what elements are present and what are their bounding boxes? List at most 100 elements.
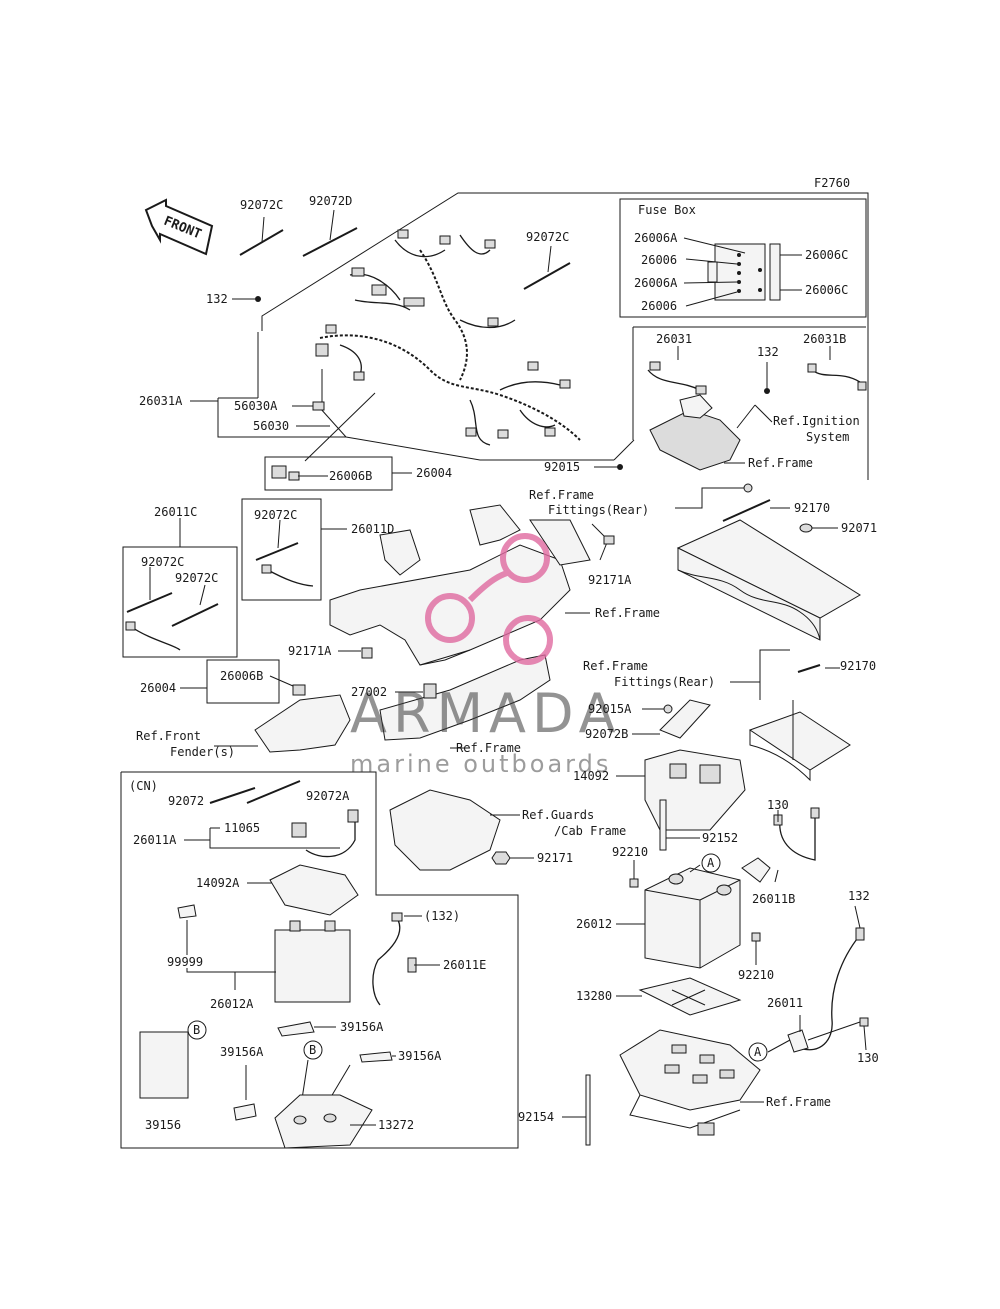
callout-132-a: 132 <box>206 292 228 306</box>
callout-92072A: 92072A <box>306 789 350 803</box>
callout-39156A-a: 39156A <box>340 1020 384 1034</box>
callout-99999: 99999 <box>167 955 203 969</box>
callout-92071: 92071 <box>841 521 877 535</box>
callout-132-paren: (132) <box>424 909 460 923</box>
rod-92152 <box>659 799 700 851</box>
ref-frame-fittings-1a: Ref.Frame <box>529 488 594 502</box>
circle-a-label-2: A <box>754 1045 762 1059</box>
callout-27002: 27002 <box>351 685 387 699</box>
callout-26011: 26011 <box>767 996 803 1010</box>
callout-92170-b: 92170 <box>840 659 876 673</box>
front-fender <box>214 694 351 753</box>
cable-26011 <box>748 905 869 1062</box>
callout-26011E: 26011E <box>443 958 486 972</box>
rear-fittings-top <box>675 483 861 641</box>
cable-26011B <box>741 807 820 883</box>
callout-92171: 92171 <box>537 851 573 865</box>
callout-39156: 39156 <box>145 1118 181 1132</box>
callout-92072: 92072 <box>168 794 204 808</box>
ref-ignition-line1: Ref.Ignition <box>773 414 860 428</box>
watermark-logo-icon <box>425 533 553 665</box>
callout-26012: 26012 <box>576 917 612 931</box>
ref-front-fender-line1: Ref.Front <box>136 729 201 743</box>
fuse-box: Fuse Box 26006A 26006 26006A 26006 26006… <box>619 198 867 318</box>
ref-frame-fittings-2b: Fittings(Rear) <box>614 675 715 689</box>
callout-26011C: 26011C <box>154 505 197 519</box>
callout-132-b: 132 <box>757 345 779 359</box>
group-26011C <box>122 518 238 658</box>
tray-13280 <box>616 977 742 1016</box>
harness-outline <box>190 192 869 480</box>
battery-26012 <box>616 853 761 969</box>
callout-26004-b: 26004 <box>140 681 176 695</box>
ref-frame-fittings-2a: Ref.Frame <box>583 659 648 673</box>
group-26011D <box>241 498 347 601</box>
fuse-label-26006-a: 26006 <box>641 253 677 267</box>
figure-code: F2760 <box>814 176 850 190</box>
bracket-56030 <box>292 369 330 427</box>
fuse-label-26006A-a: 26006A <box>634 231 678 245</box>
ref-frame-d: Ref.Frame <box>766 1095 831 1109</box>
ref-guards-line1: Ref.Guards <box>522 808 594 822</box>
callout-92072C-d: 92072C <box>141 555 184 569</box>
battery-case-14092 <box>616 749 746 831</box>
callout-13280: 13280 <box>576 989 612 1003</box>
callout-92015A: 92015A <box>588 702 632 716</box>
callout-26031B: 26031B <box>803 332 846 346</box>
fuse-label-26006C-a: 26006C <box>805 248 848 262</box>
watermark-tagline: marine outboards <box>350 750 611 778</box>
callout-14092A: 14092A <box>196 876 240 890</box>
watermark-brand: ARMADA <box>350 682 622 745</box>
callout-11065: 11065 <box>224 821 260 835</box>
ref-frame-b: Ref.Frame <box>595 606 660 620</box>
callout-26031A: 26031A <box>139 394 183 408</box>
callout-56030A: 56030A <box>234 399 278 413</box>
callout-92154: 92154 <box>518 1110 554 1124</box>
callout-92015: 92015 <box>544 460 580 474</box>
callout-92072B: 92072B <box>585 727 628 741</box>
circle-b-label-1: B <box>193 1023 200 1037</box>
callout-56030: 56030 <box>253 419 289 433</box>
callout-92171A-b: 92171A <box>288 644 332 658</box>
guards-cab-frame <box>389 789 534 871</box>
ref-guards-line2: /Cab Frame <box>554 824 626 838</box>
callout-92210-b: 92210 <box>738 968 774 982</box>
ref-front-fender-line2: Fender(s) <box>170 745 235 759</box>
connector-group-26004-lower <box>180 659 306 704</box>
circle-a-label-1: A <box>707 856 715 870</box>
ref-frame-c: Ref.Frame <box>456 741 521 755</box>
callout-26012A: 26012A <box>210 997 254 1011</box>
callout-92152: 92152 <box>702 831 738 845</box>
cable-ties-top <box>232 209 571 302</box>
callout-26011D: 26011D <box>351 522 394 536</box>
callout-132-c: 132 <box>848 889 870 903</box>
callout-130-b: 130 <box>857 1051 879 1065</box>
callout-26004-a: 26004 <box>416 466 452 480</box>
fuse-label-26006C-b: 26006C <box>805 283 848 297</box>
callout-39156A-b: 39156A <box>220 1045 264 1059</box>
lower-frame <box>379 654 551 749</box>
callout-92170-a: 92170 <box>794 501 830 515</box>
callout-39156A-c: 39156A <box>398 1049 442 1063</box>
circle-b-label-2: B <box>309 1043 316 1057</box>
main-harness <box>315 229 581 446</box>
callout-26031: 26031 <box>656 332 692 346</box>
callout-92171A-a: 92171A <box>588 573 632 587</box>
cn-variant-label: (CN) <box>129 779 158 793</box>
frame-ignition-region <box>594 326 867 471</box>
callout-26006B-b: 26006B <box>220 669 263 683</box>
callout-92072C-c: 92072C <box>254 508 297 522</box>
callout-26006B-a: 26006B <box>329 469 372 483</box>
watermark: ARMADA marine outboards <box>350 533 622 778</box>
fuse-box-title: Fuse Box <box>638 203 696 217</box>
callout-26011A: 26011A <box>133 833 177 847</box>
callout-26011B: 26011B <box>752 892 795 906</box>
fuse-label-26006A-b: 26006A <box>634 276 678 290</box>
ref-frame-fittings-1b: Fittings(Rear) <box>548 503 649 517</box>
ref-ignition-line2: System <box>806 430 849 444</box>
rear-fittings-bottom <box>632 649 851 782</box>
callout-92072C-b: 92072C <box>526 230 569 244</box>
callout-13272: 13272 <box>378 1118 414 1132</box>
callout-130-a: 130 <box>767 798 789 812</box>
